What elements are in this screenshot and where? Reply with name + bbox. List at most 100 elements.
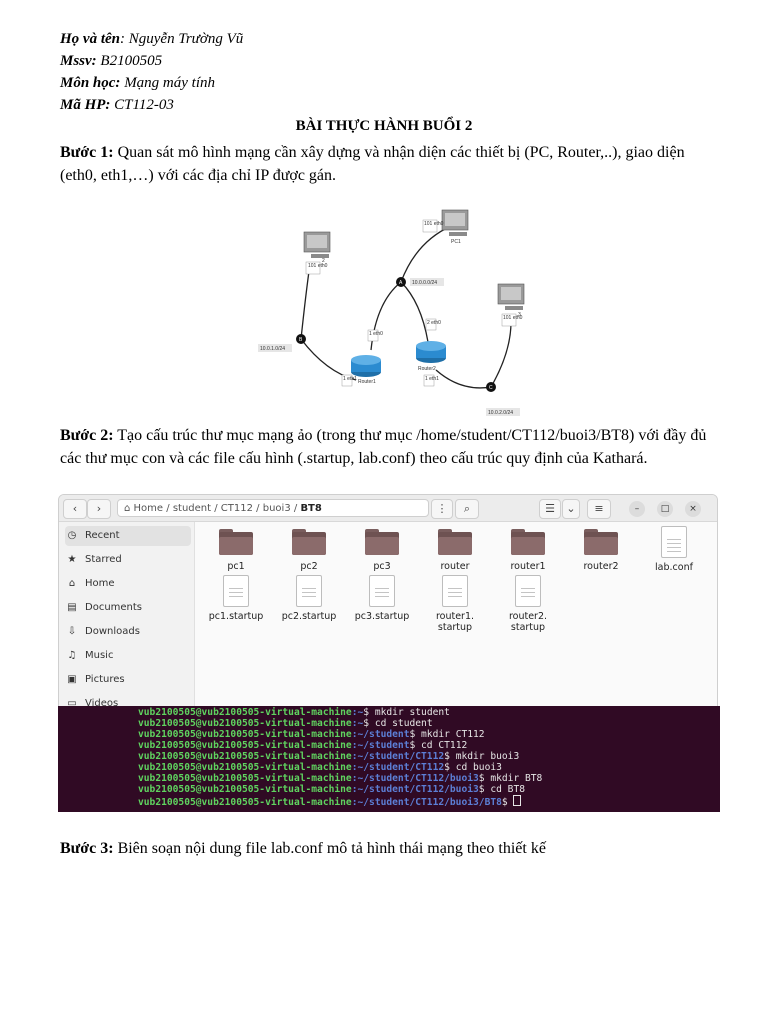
- text-file-icon: [515, 575, 541, 607]
- file-router1-startup[interactable]: router1. startup: [422, 575, 488, 633]
- pc1-label: PC1: [451, 239, 461, 245]
- back-button[interactable]: ‹: [63, 499, 87, 519]
- text-file-icon: [296, 575, 322, 607]
- terminal-cursor: [513, 795, 522, 806]
- router1-eth1: 1 eth1: [343, 376, 357, 382]
- net-c-label: 10.0.2.0/24: [488, 410, 513, 416]
- router1-eth0: 1 eth0: [369, 331, 383, 337]
- path-student[interactable]: student: [172, 503, 212, 514]
- pc1-icon: [441, 209, 469, 236]
- step2-text: Tạo cấu trúc thư mục mạng ảo (trong thư …: [60, 427, 707, 467]
- video-icon: ▭: [67, 698, 77, 708]
- pc3-number: 3: [518, 312, 521, 318]
- subject-value: Mạng máy tính: [120, 75, 216, 91]
- sidebar-label: Recent: [85, 530, 120, 541]
- step3-text: Biên soạn nội dung file lab.conf mô tả h…: [113, 840, 546, 857]
- file-label: pc1: [227, 561, 245, 572]
- clock-icon: ◷: [67, 530, 77, 541]
- folder-pc3[interactable]: pc3: [349, 529, 415, 572]
- path-ct112[interactable]: CT112: [220, 503, 253, 514]
- file-label: router1: [510, 561, 546, 572]
- search-button[interactable]: ⌕: [455, 499, 479, 519]
- sidebar-item-videos[interactable]: ▭ Videos: [65, 694, 191, 708]
- folder-router2[interactable]: router2: [568, 529, 634, 572]
- step1-label: Bước 1:: [60, 144, 114, 161]
- file-label: pc1.startup: [208, 611, 264, 622]
- file-label: router2. startup: [508, 611, 548, 633]
- node-b-label: B: [299, 337, 303, 343]
- terminal[interactable]: vub2100505@vub2100505-virtual-machine:~$…: [58, 706, 720, 812]
- file-pc1-startup[interactable]: pc1.startup: [203, 575, 269, 622]
- text-file-icon: [661, 526, 687, 558]
- sidebar-item-recent[interactable]: ◷ Recent: [65, 526, 191, 546]
- terminal-line: vub2100505@vub2100505-virtual-machine:~/…: [138, 773, 543, 784]
- step2-label: Bước 2:: [60, 427, 114, 444]
- folder-router1[interactable]: router1: [495, 529, 561, 572]
- folder-icon: [511, 529, 545, 555]
- sidebar-item-pictures[interactable]: ▣ Pictures: [65, 670, 191, 690]
- sidebar-item-downloads[interactable]: ⇩Downloads: [65, 622, 191, 642]
- subject: Môn học: Mạng máy tính: [60, 72, 215, 94]
- header-bar: ‹ › ⌂ Home / student / CT112 / buoi3 / B…: [59, 495, 717, 522]
- sidebar-label: Videos: [85, 698, 119, 708]
- terminal-line: vub2100505@vub2100505-virtual-machine:~/…: [138, 784, 526, 795]
- sidebar-item-home[interactable]: ⌂Home: [65, 574, 191, 594]
- student-name: Họ và tên: Nguyễn Trường Vũ: [60, 28, 243, 50]
- document-icon: ▤: [67, 602, 77, 613]
- mssv-value: B2100505: [96, 53, 163, 69]
- file-lab-conf[interactable]: lab.conf: [641, 526, 707, 573]
- close-button[interactable]: ×: [685, 501, 701, 517]
- file-label: pc2: [300, 561, 318, 572]
- folder-pc1[interactable]: pc1: [203, 529, 269, 572]
- sidebar-label: Pictures: [85, 674, 125, 685]
- text-file-icon: [369, 575, 395, 607]
- name-label: Họ và tên: [60, 31, 120, 47]
- pc1-interface: 101 eth0: [424, 221, 444, 227]
- router1-icon: [351, 355, 381, 377]
- main-menu-button[interactable]: ≡: [587, 499, 611, 519]
- net-b-label: 10.0.1.0/24: [260, 346, 285, 352]
- router2-eth1: 1 eth1: [425, 376, 439, 382]
- node-c-label: C: [489, 385, 493, 391]
- file-pc3-startup[interactable]: pc3.startup: [349, 575, 415, 622]
- code-label: Mã HP:: [60, 97, 111, 113]
- file-label: router2: [583, 561, 619, 572]
- minimize-button[interactable]: –: [629, 501, 645, 517]
- music-icon: ♫: [67, 650, 77, 661]
- file-pc2-startup[interactable]: pc2.startup: [276, 575, 342, 622]
- pc3-interface: 101 eth0: [503, 315, 523, 321]
- file-router2-startup[interactable]: router2. startup: [495, 575, 561, 633]
- text-file-icon: [223, 575, 249, 607]
- pc3-icon: [497, 283, 525, 310]
- sidebar-item-music[interactable]: ♫Music: [65, 646, 191, 666]
- terminal-line: vub2100505@vub2100505-virtual-machine:~$…: [138, 707, 450, 718]
- node-a-label: A: [399, 280, 403, 286]
- pc2-icon: [303, 231, 331, 258]
- step1-paragraph: Bước 1: Quan sát mô hình mạng cần xây dự…: [60, 141, 720, 187]
- path-buoi3[interactable]: buoi3: [262, 503, 291, 514]
- path-home[interactable]: Home: [133, 503, 164, 514]
- picture-icon: ▣: [67, 674, 77, 685]
- student-id: Mssv: B2100505: [60, 50, 162, 72]
- view-list-button[interactable]: ☰: [539, 499, 561, 519]
- router2-icon: [416, 341, 446, 363]
- path-bt8[interactable]: BT8: [300, 503, 322, 514]
- file-label: pc3.startup: [354, 611, 410, 622]
- sidebar-item-starred[interactable]: ★Starred: [65, 550, 191, 570]
- maximize-button[interactable]: □: [657, 501, 673, 517]
- location-path-bar[interactable]: ⌂ Home / student / CT112 / buoi3 / BT8: [117, 499, 429, 517]
- view-options-button[interactable]: ⌄: [562, 499, 580, 519]
- folder-pc2[interactable]: pc2: [276, 529, 342, 572]
- path-menu-button[interactable]: ⋮: [431, 499, 453, 519]
- sidebar-item-documents[interactable]: ▤ Documents: [65, 598, 191, 618]
- folder-icon: [365, 529, 399, 555]
- terminal-line: vub2100505@vub2100505-virtual-machine:~$…: [138, 718, 433, 729]
- terminal-line: vub2100505@vub2100505-virtual-machine:~/…: [138, 762, 502, 773]
- sidebar-label: Documents: [85, 602, 143, 613]
- folder-router[interactable]: router: [422, 529, 488, 572]
- sidebar: ◷ Recent ★Starred ⌂Home ▤ Documents ⇩Downl…: [59, 522, 195, 707]
- forward-button[interactable]: ›: [87, 499, 111, 519]
- router1-label: Router1: [358, 379, 376, 385]
- collision-domain-a: [396, 277, 406, 287]
- file-label: router1. startup: [435, 611, 475, 633]
